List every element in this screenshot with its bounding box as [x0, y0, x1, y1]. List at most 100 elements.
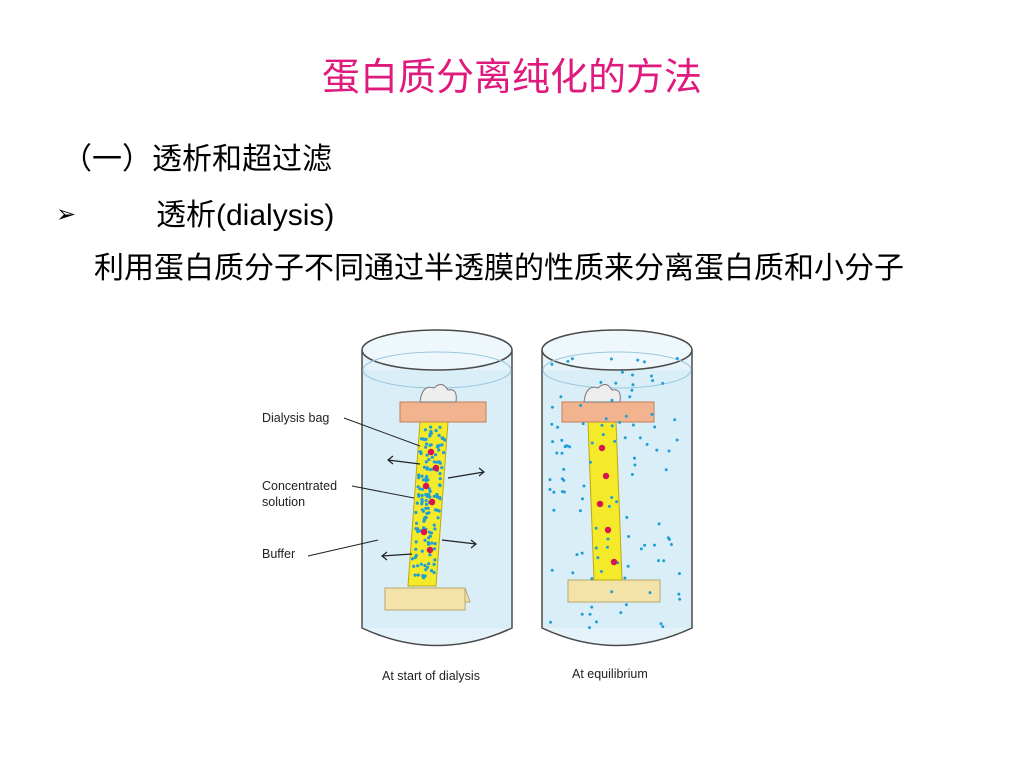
- small-molecule-dot: [606, 545, 609, 549]
- small-molecule-dot: [420, 549, 424, 553]
- small-molecule-dot: [432, 570, 436, 575]
- small-molecule-dot: [563, 445, 567, 449]
- small-molecule-dot: [432, 523, 436, 527]
- label-solution: solution: [262, 495, 305, 509]
- small-molecule-dot: [425, 453, 429, 457]
- small-molecule-dot: [631, 423, 635, 427]
- protein-dot: [432, 464, 440, 472]
- small-molecule-dot: [610, 496, 614, 499]
- bullet-item: ➢透析(dialysis): [56, 190, 334, 234]
- small-molecule-dot: [648, 591, 652, 595]
- protein-dot: [598, 444, 606, 452]
- small-molecule-dot: [438, 483, 442, 487]
- small-molecule-dot: [555, 451, 559, 455]
- small-molecule-dot: [428, 553, 432, 557]
- small-molecule-dot: [428, 432, 432, 436]
- small-molecule-dot: [599, 570, 603, 573]
- small-molecule-dot: [565, 444, 569, 448]
- protein-dot: [422, 482, 430, 490]
- small-molecule-dot: [424, 493, 428, 497]
- small-molecule-dot: [562, 467, 566, 471]
- small-molecule-dot: [664, 468, 668, 472]
- small-molecule-dot: [607, 504, 611, 508]
- small-molecule-dot: [414, 553, 418, 558]
- dialysis-diagram: Dialysis bag Concentrated solution Buffe…: [262, 329, 693, 683]
- small-molecule-dot: [437, 448, 441, 452]
- small-molecule-dot: [429, 425, 433, 429]
- small-molecule-dot: [590, 441, 594, 445]
- small-molecule-dot: [428, 495, 432, 499]
- small-molecule-dot: [425, 565, 429, 569]
- small-molecule-dot: [628, 395, 632, 399]
- small-molecule-dot: [661, 625, 665, 629]
- small-molecule-dot: [657, 559, 660, 563]
- protein-dot: [420, 528, 428, 536]
- small-molecule-dot: [642, 360, 646, 364]
- small-molecule-dot: [581, 422, 585, 426]
- small-molecule-dot: [438, 472, 442, 476]
- small-molecule-dot: [438, 425, 442, 429]
- small-molecule-dot: [582, 484, 586, 488]
- small-molecule-dot: [550, 405, 554, 409]
- small-molecule-dot: [427, 487, 431, 491]
- small-molecule-dot: [423, 538, 427, 542]
- small-molecule-dot: [417, 476, 421, 480]
- small-molecule-dot: [442, 451, 446, 455]
- small-molecule-dot: [604, 417, 608, 421]
- small-molecule-dot: [438, 477, 442, 481]
- small-molecule-dot: [430, 541, 434, 545]
- small-molecule-dot: [623, 576, 627, 580]
- small-molecule-dot: [662, 559, 666, 563]
- small-molecule-dot: [410, 557, 415, 561]
- small-molecule-dot: [624, 414, 628, 418]
- small-molecule-dot: [417, 473, 421, 477]
- small-molecule-dot: [651, 379, 655, 383]
- small-molecule-dot: [633, 463, 637, 467]
- arrow-bullet-icon: ➢: [56, 200, 77, 228]
- small-molecule-dot: [426, 541, 430, 545]
- small-molecule-dot: [661, 381, 665, 385]
- bullet-text-en: (dialysis): [216, 199, 335, 232]
- small-molecule-dot: [595, 620, 598, 624]
- small-molecule-dot: [551, 440, 555, 444]
- small-molecule-dot: [614, 381, 618, 385]
- small-molecule-dot: [659, 622, 663, 626]
- small-molecule-dot: [417, 493, 421, 497]
- small-molecule-dot: [414, 547, 418, 551]
- small-molecule-dot: [424, 476, 428, 480]
- small-molecule-dot: [424, 506, 428, 510]
- small-molecule-dot: [420, 508, 424, 512]
- small-molecule-dot: [424, 460, 428, 464]
- cylinder-start: [361, 329, 513, 647]
- small-molecule-dot: [560, 451, 564, 455]
- small-molecule-dot: [440, 436, 444, 440]
- small-molecule-dot: [626, 564, 630, 568]
- small-molecule-dot: [414, 540, 418, 544]
- section-subheading: （一）透析和超过滤: [62, 142, 332, 177]
- small-molecule-dot: [620, 370, 624, 374]
- small-molecule-dot: [432, 547, 437, 551]
- small-molecule-dot: [415, 501, 419, 505]
- small-molecule-dot: [550, 422, 554, 426]
- small-molecule-dot: [416, 485, 420, 489]
- small-molecule-dot: [427, 536, 431, 540]
- small-molecule-dot: [630, 388, 634, 392]
- small-molecule-dot: [549, 620, 552, 624]
- small-molecule-dot: [435, 460, 439, 464]
- small-molecule-dot: [631, 383, 635, 387]
- label-at-equilibrium: At equilibrium: [572, 667, 648, 681]
- small-molecule-dot: [422, 526, 426, 530]
- small-molecule-dot: [580, 551, 584, 555]
- small-molecule-dot: [421, 478, 425, 482]
- small-molecule-dot: [560, 438, 564, 442]
- small-molecule-dot: [630, 473, 634, 476]
- small-molecule-dot: [645, 442, 649, 446]
- small-molecule-dot: [426, 506, 430, 510]
- small-molecule-dot: [433, 558, 437, 562]
- small-molecule-dot: [433, 542, 437, 546]
- small-molecule-dot: [669, 543, 673, 546]
- small-molecule-dot: [606, 537, 610, 541]
- small-molecule-dot: [437, 433, 441, 438]
- small-molecule-dot: [594, 546, 598, 550]
- small-molecule-dot: [571, 571, 575, 575]
